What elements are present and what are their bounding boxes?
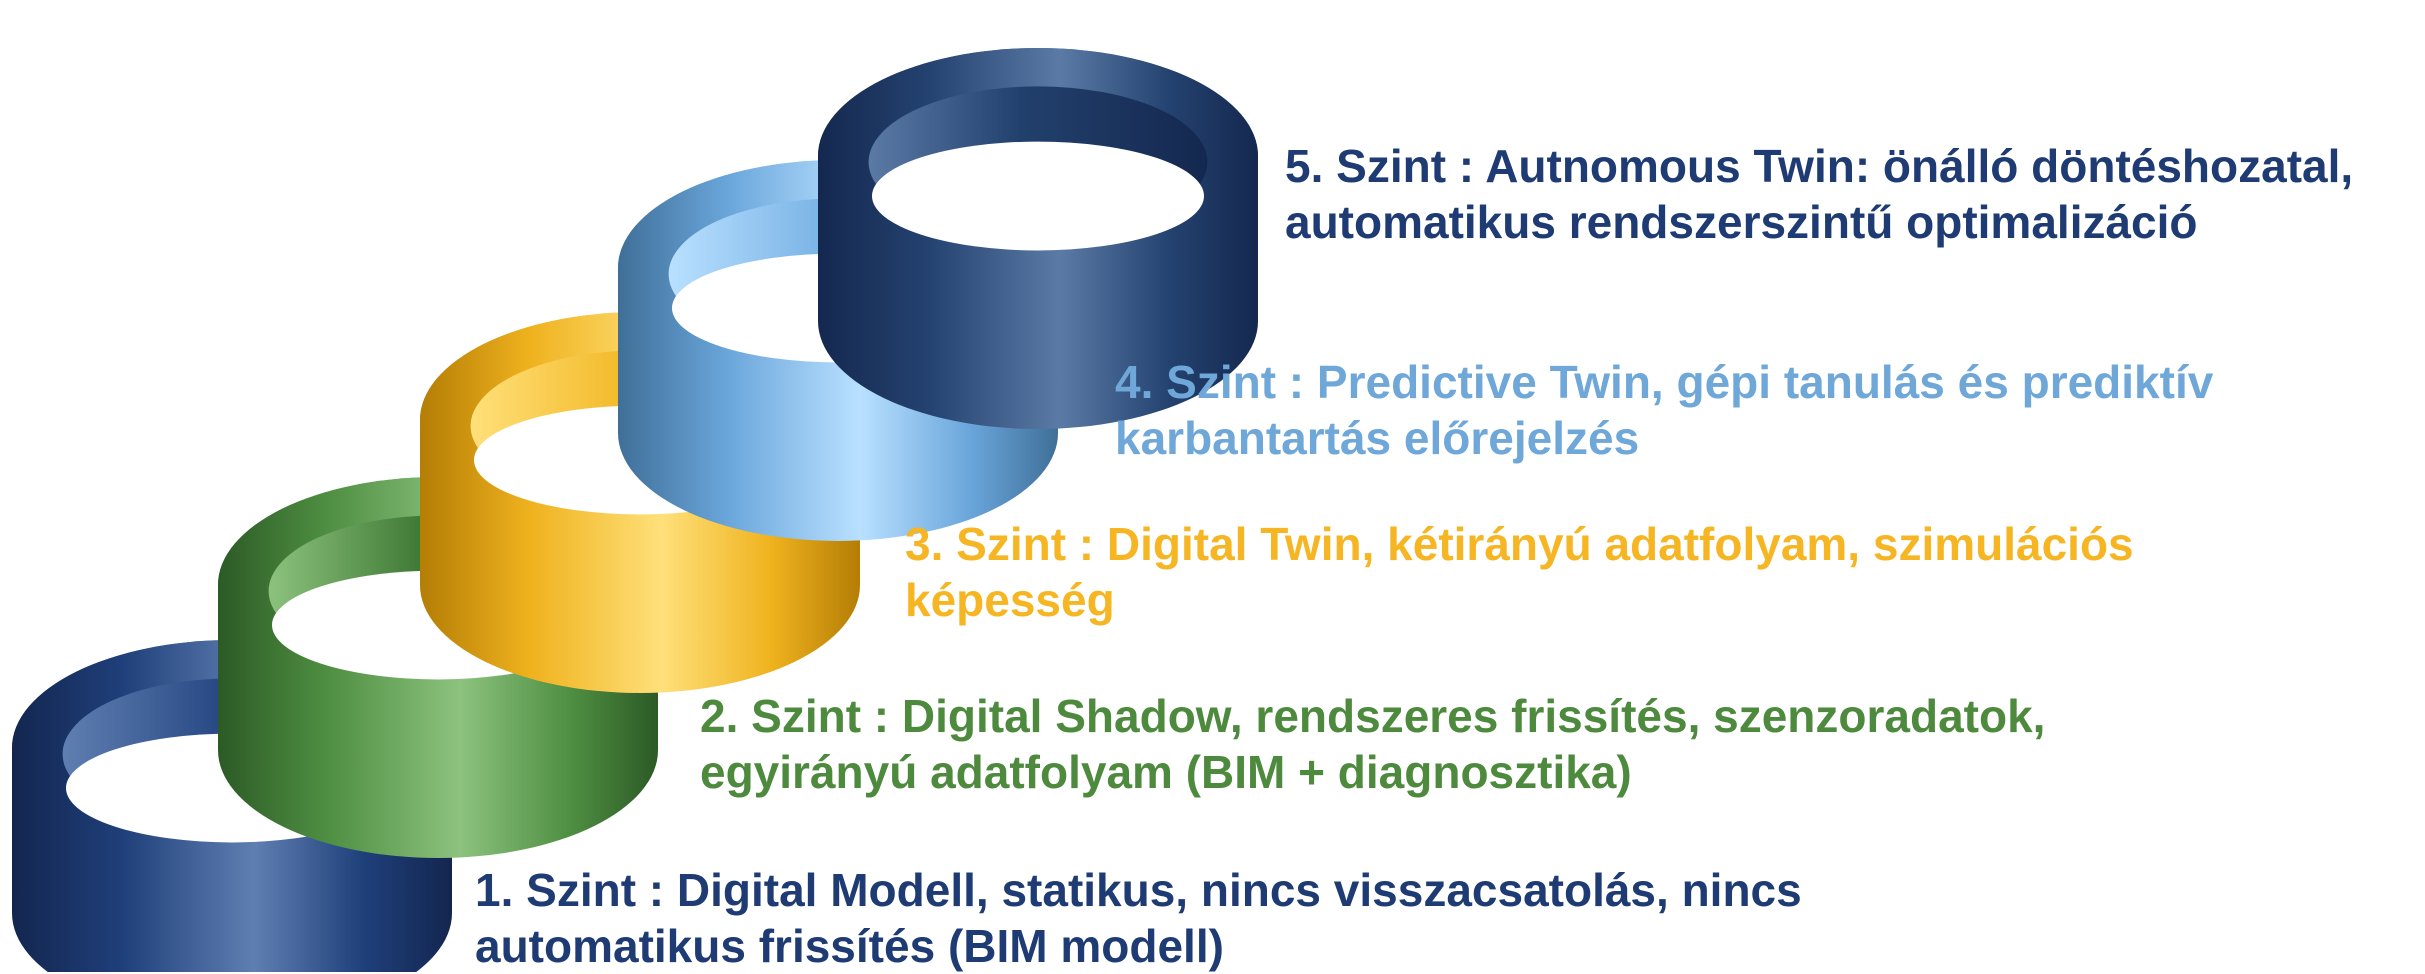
level-5-text: 5. Szint : Autnomous Twin: önálló döntés… [1285, 138, 2353, 250]
level-3-line-1: 3. Szint : Digital Twin, kétirányú adatf… [905, 518, 2134, 570]
level-3-text: 3. Szint : Digital Twin, kétirányú adatf… [905, 516, 2134, 628]
level-3-line-2: képesség [905, 574, 1115, 626]
level-1-line-1: 1. Szint : Digital Modell, statikus, nin… [475, 864, 1802, 916]
level-5-line-2: automatikus rendszerszintű optimalizáció [1285, 196, 2198, 248]
ring-level-5 [818, 48, 1258, 429]
level-2-text: 2. Szint : Digital Shadow, rendszeres fr… [700, 688, 2045, 800]
ring-hole [871, 141, 1205, 251]
level-1-text: 1. Szint : Digital Modell, statikus, nin… [475, 862, 1802, 974]
level-2-line-1: 2. Szint : Digital Shadow, rendszeres fr… [700, 690, 2046, 742]
level-2-line-2: egyirányú adatfolyam (BIM + diagnosztika… [700, 746, 1632, 798]
level-4-line-1: 4. Szint : Predictive Twin, gépi tanulás… [1115, 356, 2214, 408]
level-4-line-2: karbantartás előrejelzés [1115, 412, 1640, 464]
level-5-line-1: 5. Szint : Autnomous Twin: önálló döntés… [1285, 140, 2354, 192]
level-4-text: 4. Szint : Predictive Twin, gépi tanulás… [1115, 354, 2213, 466]
level-1-line-2: automatikus frissítés (BIM modell) [475, 920, 1224, 972]
